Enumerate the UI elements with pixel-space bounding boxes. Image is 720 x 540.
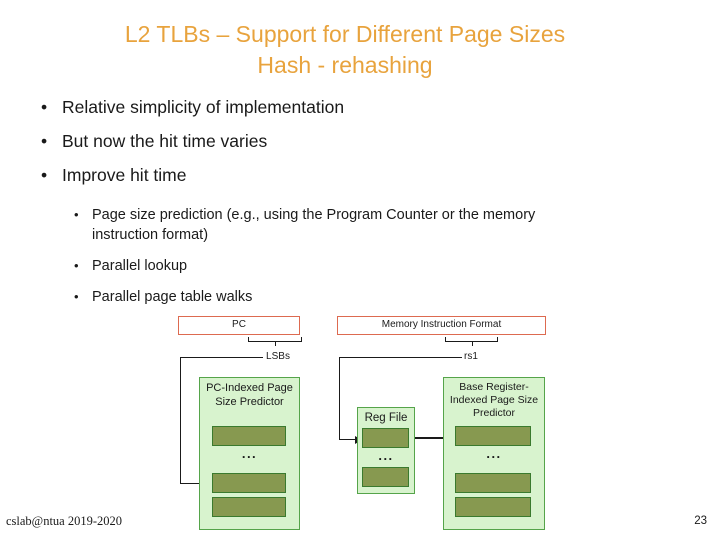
lsbs-connector-line — [180, 357, 182, 484]
pc-indexed-predictor-box: PC-Indexed Page Size Predictor ... — [199, 377, 300, 530]
bullet-item: Relative simplicity of implementation — [36, 97, 656, 118]
base-register-predictor-box: Base Register-Indexed Page Size Predicto… — [443, 377, 545, 530]
bullet-list: Relative simplicity of implementation Bu… — [36, 97, 656, 199]
title-line-2: Hash - rehashing — [257, 52, 433, 78]
lsbs-connector-line — [180, 357, 263, 359]
regfile-to-base-arrow-line — [413, 437, 448, 440]
bullet-item: Improve hit time — [36, 165, 656, 186]
lsbs-label: LSBs — [266, 351, 290, 362]
slide-title: L2 TLBs – Support for Different Page Siz… — [0, 19, 690, 81]
sub-bullet-item: Page size prediction (e.g., using the Pr… — [68, 205, 628, 245]
ellipsis: ... — [378, 448, 394, 463]
predictor-entry — [455, 497, 531, 517]
memory-instruction-format-box: Memory Instruction Format — [337, 316, 546, 335]
rs1-connector-line — [339, 357, 462, 359]
sub-bullet-item: Parallel page table walks — [68, 287, 628, 307]
sub-bullet-list: Page size prediction (e.g., using the Pr… — [68, 205, 628, 318]
predictor-entry — [455, 473, 531, 493]
ellipsis: ... — [486, 446, 502, 461]
rs1-connector-line — [339, 357, 341, 440]
predictor-entry — [212, 473, 286, 493]
lsbs-arrow-line — [180, 483, 206, 485]
register-entry — [362, 467, 409, 487]
predictor-entry — [212, 497, 286, 517]
pc-indexed-predictor-label: PC-Indexed Page Size Predictor — [206, 382, 293, 408]
footer-credit: cslab@ntua 2019-2020 — [6, 514, 123, 528]
reg-file-box: Reg File ... — [357, 407, 415, 494]
title-line-1: L2 TLBs – Support for Different Page Siz… — [124, 21, 566, 47]
predictor-entry — [455, 426, 531, 446]
predictor-entry — [212, 426, 286, 446]
page-number: 23 — [694, 515, 707, 527]
ellipsis: ... — [241, 446, 258, 461]
register-entry — [362, 428, 409, 448]
rs1-label: rs1 — [464, 351, 478, 362]
rs1-arrow-line — [339, 439, 356, 441]
bullet-item: But now the hit time varies — [36, 131, 656, 152]
base-register-predictor-label: Base Register-Indexed Page Size Predicto… — [449, 381, 539, 419]
reg-file-label: Reg File — [364, 412, 408, 424]
mif-bits-brace — [445, 337, 498, 346]
pc-bits-brace — [248, 337, 302, 346]
pc-box: PC — [178, 316, 300, 335]
sub-bullet-item: Parallel lookup — [68, 256, 628, 276]
